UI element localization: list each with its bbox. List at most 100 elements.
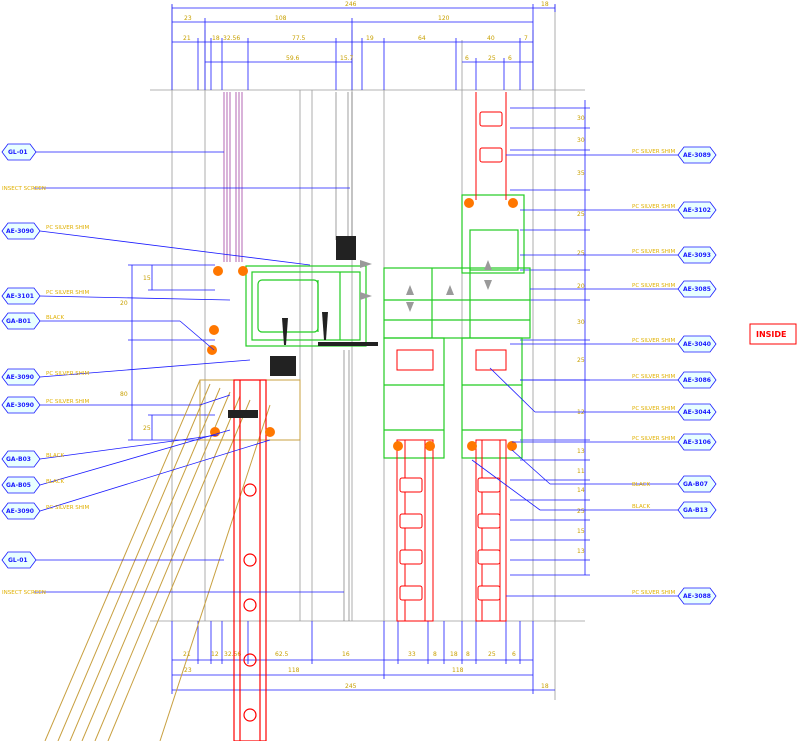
- svg-text:INSECT SCREEN: INSECT SCREEN: [2, 186, 46, 192]
- svg-text:PC SILVER SHIM: PC SILVER SHIM: [632, 283, 676, 289]
- dim-top-overall: 246: [345, 1, 357, 8]
- dim-bottom-row2-c: 118: [452, 667, 464, 674]
- right-dimensions: [510, 100, 590, 576]
- svg-text:INSECT SCREEN: INSECT SCREEN: [2, 590, 46, 596]
- svg-text:GA-B13: GA-B13: [683, 507, 708, 514]
- dim-right-10: 13: [577, 448, 585, 455]
- svg-text:AE-3090: AE-3090: [6, 374, 34, 381]
- right-callouts: PC SILVER SHIM AE-3089 PC SILVER SHIM AE…: [632, 146, 717, 605]
- dim-bottom-row2-a: 23: [184, 667, 192, 674]
- dim-right-7: 30: [577, 319, 585, 326]
- hardware-screws: [228, 236, 378, 418]
- dim-right-14: 15: [577, 528, 585, 535]
- svg-text:GA-B07: GA-B07: [683, 481, 708, 488]
- dim-right-3: 35: [577, 170, 585, 177]
- arrow-markers: [360, 260, 492, 312]
- fixed-frame-profile: [245, 265, 367, 347]
- dim-top-row2-c: 32.56: [223, 35, 240, 42]
- svg-text:AE-3090: AE-3090: [6, 402, 34, 409]
- svg-text:PC SILVER SHIM: PC SILVER SHIM: [632, 374, 676, 380]
- dim-bottom-overall: 245: [345, 683, 357, 690]
- svg-text:AE-3040: AE-3040: [683, 341, 711, 348]
- inside-label: INSIDE: [749, 323, 797, 345]
- svg-text:BLACK: BLACK: [46, 315, 64, 321]
- svg-text:AE-3044: AE-3044: [683, 409, 711, 416]
- svg-text:AE-3085: AE-3085: [683, 286, 711, 293]
- callout-ga-b07: BLACK GA-B07: [632, 475, 717, 493]
- left-dimensions: [128, 264, 215, 441]
- svg-text:PC SILVER SHIM: PC SILVER SHIM: [46, 225, 90, 231]
- callout-ae-3101: AE-3101 PC SILVER SHIM: [1, 287, 90, 305]
- dim-right-8: 25: [577, 357, 585, 364]
- svg-text:AE-3102: AE-3102: [683, 207, 711, 214]
- callout-ae-3106: PC SILVER SHIM AE-3106: [632, 433, 717, 451]
- dim-top-row2-a: 21: [183, 35, 191, 42]
- dim-top-row3-b: 15.7: [340, 55, 354, 62]
- insect-screen: [335, 92, 353, 621]
- callout-ae-3090-2: AE-3090 PC SILVER SHIM: [1, 368, 90, 386]
- svg-text:GA-B03: GA-B03: [6, 456, 31, 463]
- dim-top-row1-b: 108: [275, 15, 287, 22]
- svg-text:GA-B05: GA-B05: [6, 482, 31, 489]
- dim-right-11: 11: [577, 468, 585, 475]
- svg-text:PC SILVER SHIM: PC SILVER SHIM: [46, 371, 90, 377]
- callout-ga-b05: GA-B05 BLACK: [1, 476, 64, 494]
- gaskets: [207, 198, 518, 451]
- callout-ae-3085: PC SILVER SHIM AE-3085: [632, 280, 717, 298]
- svg-text:PC SILVER SHIM: PC SILVER SHIM: [632, 149, 676, 155]
- callout-ae-3090-1: AE-3090 PC SILVER SHIM: [1, 222, 90, 240]
- svg-text:BLACK: BLACK: [46, 453, 64, 459]
- dim-left-1: 15: [143, 275, 151, 282]
- dim-right-1: 30: [577, 115, 585, 122]
- svg-text:BLACK: BLACK: [46, 479, 64, 485]
- callout-ae-3093: PC SILVER SHIM AE-3093: [632, 246, 717, 264]
- svg-text:PC SILVER SHIM: PC SILVER SHIM: [632, 204, 676, 210]
- callout-gl-01-top: GL-01: [1, 143, 37, 161]
- callout-ae-3088: PC SILVER SHIM AE-3088: [632, 587, 717, 605]
- dim-top-row2-d: 77.5: [292, 35, 306, 42]
- dim-right-2: 30: [577, 137, 585, 144]
- dim-right-13: 25: [577, 508, 585, 515]
- left-callouts: GL-01 INSECT SCREEN AE-3090 PC SILVER SH…: [1, 143, 90, 596]
- dim-top-row2-e: 19: [366, 35, 374, 42]
- dim-bottom-row1-c: 32.56: [224, 651, 241, 658]
- callout-ae-3090-4: AE-3090 PC SILVER SHIM: [1, 502, 90, 520]
- dim-bottom-row1-h: 18: [450, 651, 458, 658]
- callout-gl-01-bottom: GL-01: [1, 551, 37, 569]
- svg-text:AE-3088: AE-3088: [683, 593, 711, 600]
- svg-text:GL-01: GL-01: [8, 149, 28, 156]
- svg-text:PC SILVER SHIM: PC SILVER SHIM: [632, 590, 676, 596]
- svg-text:PC SILVER SHIM: PC SILVER SHIM: [632, 406, 676, 412]
- dim-top-row2-b: 18: [212, 35, 220, 42]
- interlock-clips: [399, 111, 503, 601]
- dim-bottom-row1-f: 33: [408, 651, 416, 658]
- dim-right-6: 20: [577, 283, 585, 290]
- dim-bottom-row1-d: 62.5: [275, 651, 289, 658]
- dim-bottom-row1-e: 16: [342, 651, 350, 658]
- dim-bottom-row1-a: 21: [183, 651, 191, 658]
- left-dimension-texts: 15 20 80 25: [120, 275, 151, 432]
- dim-top-row2-f: 64: [418, 35, 426, 42]
- dim-top-row2-h: 7: [524, 35, 528, 42]
- svg-text:AE-3106: AE-3106: [683, 439, 711, 446]
- callout-insect-screen-bottom: INSECT SCREEN: [2, 590, 46, 596]
- dim-bottom-row1-i: 8: [466, 651, 470, 658]
- svg-text:GL-01: GL-01: [8, 557, 28, 564]
- svg-text:AE-3090: AE-3090: [6, 228, 34, 235]
- dim-bottom-row1-k: 6: [512, 651, 516, 658]
- leader-lines: [34, 151, 680, 597]
- dim-top-row1-a: 23: [184, 15, 192, 22]
- dim-bottom-row1-j: 25: [488, 651, 496, 658]
- callout-ga-b13: BLACK GA-B13: [632, 501, 717, 519]
- dim-top-row2-g: 40: [487, 35, 495, 42]
- svg-text:PC SILVER SHIM: PC SILVER SHIM: [46, 399, 90, 405]
- dim-bottom-overall-right: 18: [541, 683, 549, 690]
- inside-text: INSIDE: [756, 330, 787, 339]
- callout-ae-3089: PC SILVER SHIM AE-3089: [632, 146, 717, 164]
- svg-text:BLACK: BLACK: [632, 504, 650, 510]
- callout-ae-3090-3: AE-3090 PC SILVER SHIM: [1, 396, 90, 414]
- svg-text:AE-3093: AE-3093: [683, 252, 711, 259]
- callout-ae-3040: PC SILVER SHIM AE-3040: [632, 335, 717, 353]
- callout-insect-screen-top: INSECT SCREEN: [2, 186, 46, 192]
- callout-ae-3102: PC SILVER SHIM AE-3102: [632, 201, 717, 219]
